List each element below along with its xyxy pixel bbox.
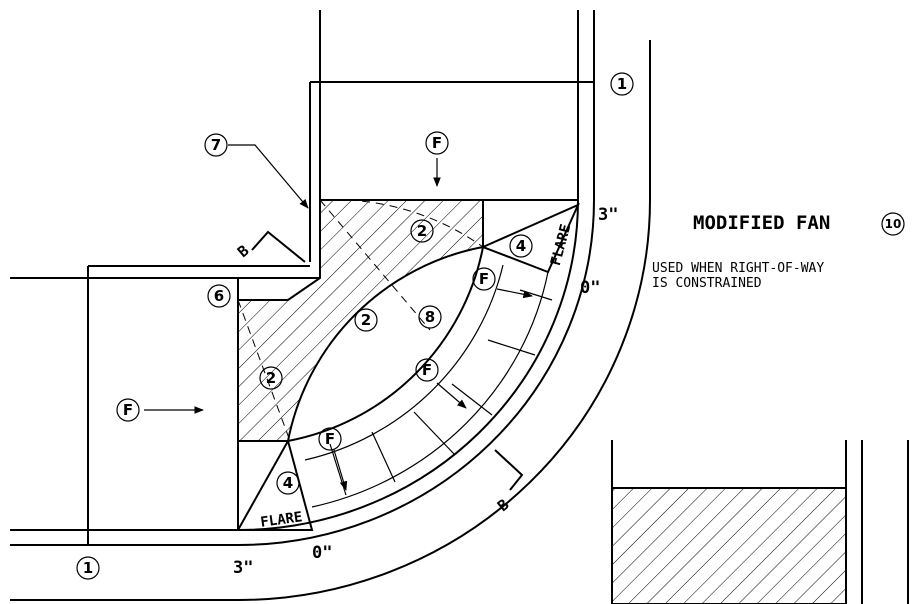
callout-2-lower: 2 [259, 366, 283, 390]
callout-f-ramp1: F [472, 267, 496, 291]
svg-text:4: 4 [283, 474, 293, 492]
flare-label-lower: FLARE [259, 509, 303, 531]
dimension-3in-lower: 3" [233, 558, 253, 578]
callout-f-left: F [116, 398, 140, 422]
callout-6: 6 [207, 284, 231, 308]
svg-text:10: 10 [885, 217, 902, 231]
callout-f-top: F [425, 131, 449, 155]
subtitle-line-1: USED WHEN RIGHT-OF-WAY [652, 261, 824, 276]
callout-8: 8 [418, 305, 442, 329]
callout-1-top: 1 [610, 72, 634, 96]
svg-text:6: 6 [214, 287, 224, 305]
svg-text:F: F [479, 270, 489, 288]
title: MODIFIED FAN [693, 212, 830, 234]
callout-2-upper: 2 [410, 219, 434, 243]
subtitle-line-2: IS CONSTRAINED [652, 276, 762, 291]
callout-1-bottom: 1 [76, 556, 100, 580]
callout-4-lower: 4 [276, 471, 300, 495]
svg-text:F: F [325, 430, 335, 448]
dimension-0in-lower: 0" [312, 543, 332, 563]
dimension-0in-upper: 0" [580, 278, 600, 298]
svg-text:F: F [123, 401, 133, 419]
svg-text:2: 2 [361, 311, 371, 329]
svg-text:2: 2 [417, 222, 427, 240]
callout-7: 7 [204, 133, 228, 157]
svg-text:8: 8 [425, 308, 435, 326]
title-number-callout: 10 [881, 212, 905, 236]
svg-text:1: 1 [83, 559, 93, 577]
svg-text:4: 4 [516, 237, 526, 255]
svg-text:F: F [432, 134, 442, 152]
svg-text:F: F [422, 361, 432, 379]
section-b-label-upper: B [234, 241, 252, 261]
callout-f-ramp2: F [415, 358, 439, 382]
svg-text:2: 2 [266, 369, 276, 387]
dimension-3in-upper: 3" [598, 205, 618, 225]
svg-text:7: 7 [211, 136, 221, 154]
callout-f-ramp3: F [318, 427, 342, 451]
callout-2-middle: 2 [354, 308, 378, 332]
callout-4-upper: 4 [509, 234, 533, 258]
flare-label-upper: FLARE [548, 223, 574, 268]
svg-text:1: 1 [617, 75, 627, 93]
